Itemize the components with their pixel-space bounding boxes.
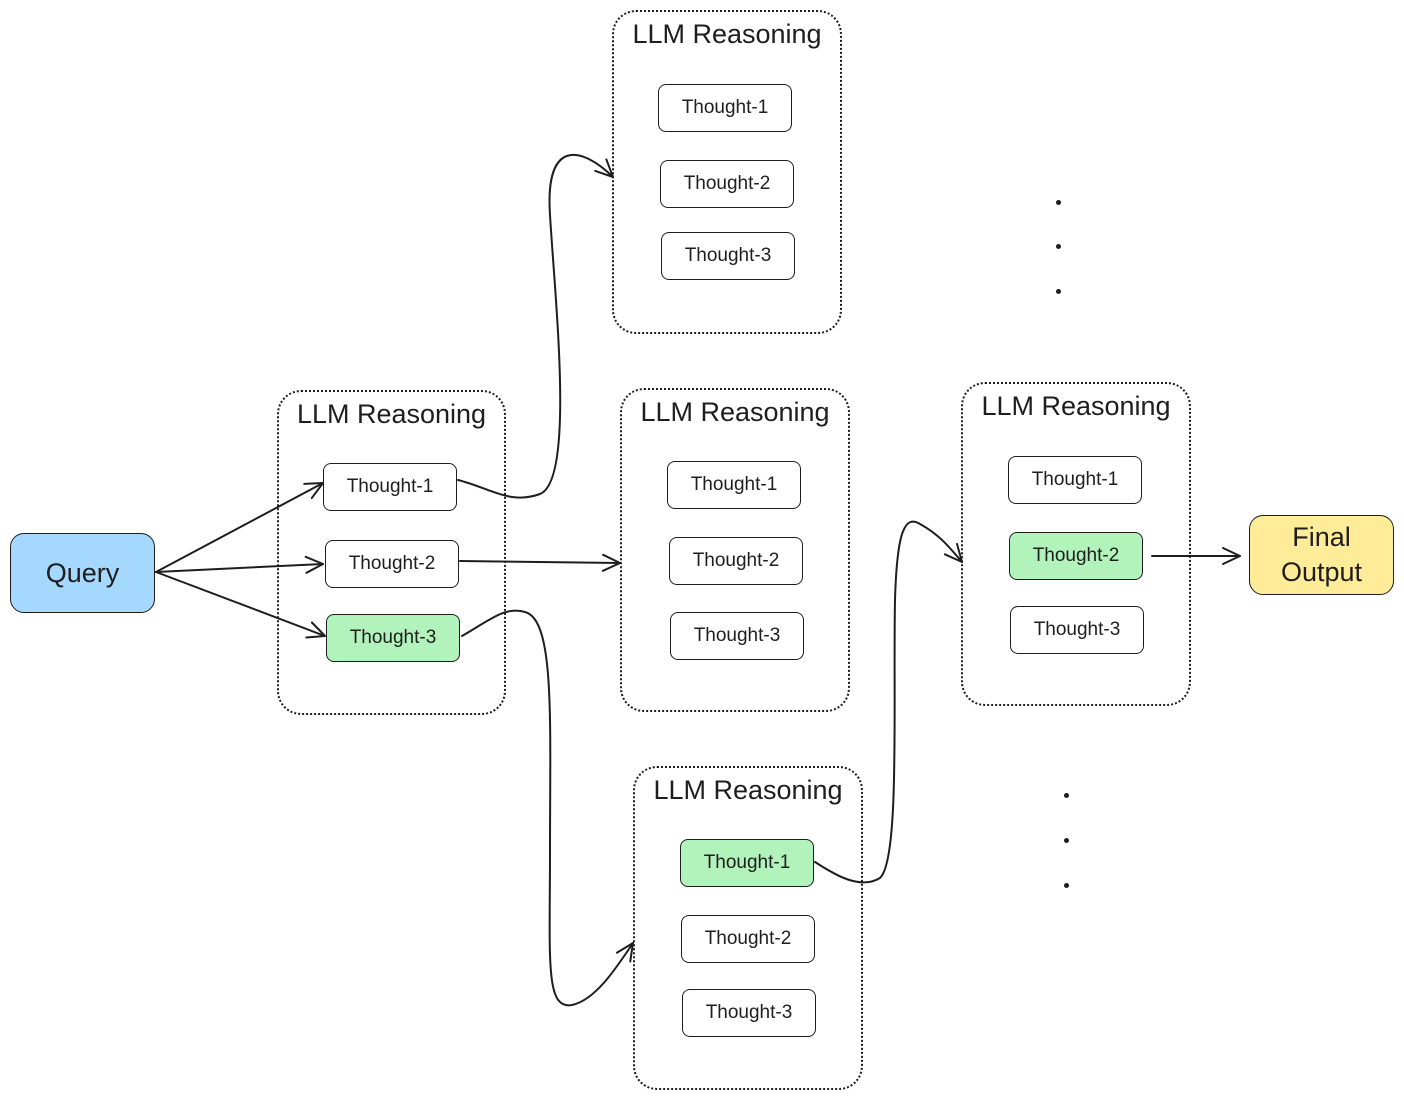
ellipsis-dot	[1064, 883, 1069, 888]
final-output-node: Final Output	[1249, 515, 1394, 595]
ellipsis-dot	[1056, 289, 1061, 294]
edge-g1-thought-1-to-top-group	[457, 154, 614, 499]
bottom-thought-2: Thought-2	[681, 915, 815, 963]
top-thought-3: Thought-3	[661, 232, 795, 280]
llm-reasoning-group-middle: LLM Reasoning	[620, 388, 850, 712]
edge-g1-thought-3-to-bottom-group	[461, 609, 634, 1007]
ellipsis-dot	[1056, 200, 1061, 205]
g1-thought-3-selected: Thought-3	[326, 614, 460, 662]
final-output-label-line-1: Final	[1292, 522, 1351, 552]
edge-g1-thought-2-to-mid-group	[459, 553, 621, 572]
llm-reasoning-group-top: LLM Reasoning	[612, 10, 842, 334]
final-output-label-line-2: Output	[1280, 557, 1363, 587]
query-label: Query	[45, 557, 120, 588]
edge-query-to-thought-3	[155, 571, 326, 639]
edge-query-to-thought-2	[155, 555, 324, 574]
top-thought-2: Thought-2	[660, 160, 794, 208]
llm-reasoning-group-bottom: LLM Reasoning	[633, 766, 863, 1090]
g1-thought-1: Thought-1	[323, 463, 457, 511]
mid-thought-1: Thought-1	[667, 461, 801, 509]
right-thought-2-selected: Thought-2	[1009, 532, 1143, 580]
ellipsis-dot	[1064, 838, 1069, 843]
group-title: LLM Reasoning	[632, 19, 822, 49]
group-title: LLM Reasoning	[981, 391, 1171, 421]
bottom-thought-3: Thought-3	[682, 989, 816, 1037]
ellipsis-dot	[1064, 793, 1069, 798]
mid-thought-2: Thought-2	[669, 537, 803, 585]
edge-bottom-thought-1-to-right-group	[814, 520, 963, 884]
llm-reasoning-group-right: LLM Reasoning	[961, 382, 1191, 706]
group-title: LLM Reasoning	[296, 399, 487, 429]
group-title: LLM Reasoning	[653, 775, 843, 805]
bottom-thought-1-selected: Thought-1	[680, 839, 814, 887]
g1-thought-2: Thought-2	[325, 540, 459, 588]
right-thought-1: Thought-1	[1008, 456, 1142, 504]
right-thought-3: Thought-3	[1010, 606, 1144, 654]
query-node: Query	[10, 533, 155, 613]
edge-query-to-thought-1	[155, 482, 324, 573]
top-thought-1: Thought-1	[658, 84, 792, 132]
llm-reasoning-group-1: LLM Reasoning	[277, 390, 506, 715]
group-title: LLM Reasoning	[640, 397, 830, 427]
ellipsis-dot	[1056, 244, 1061, 249]
mid-thought-3: Thought-3	[670, 612, 804, 660]
